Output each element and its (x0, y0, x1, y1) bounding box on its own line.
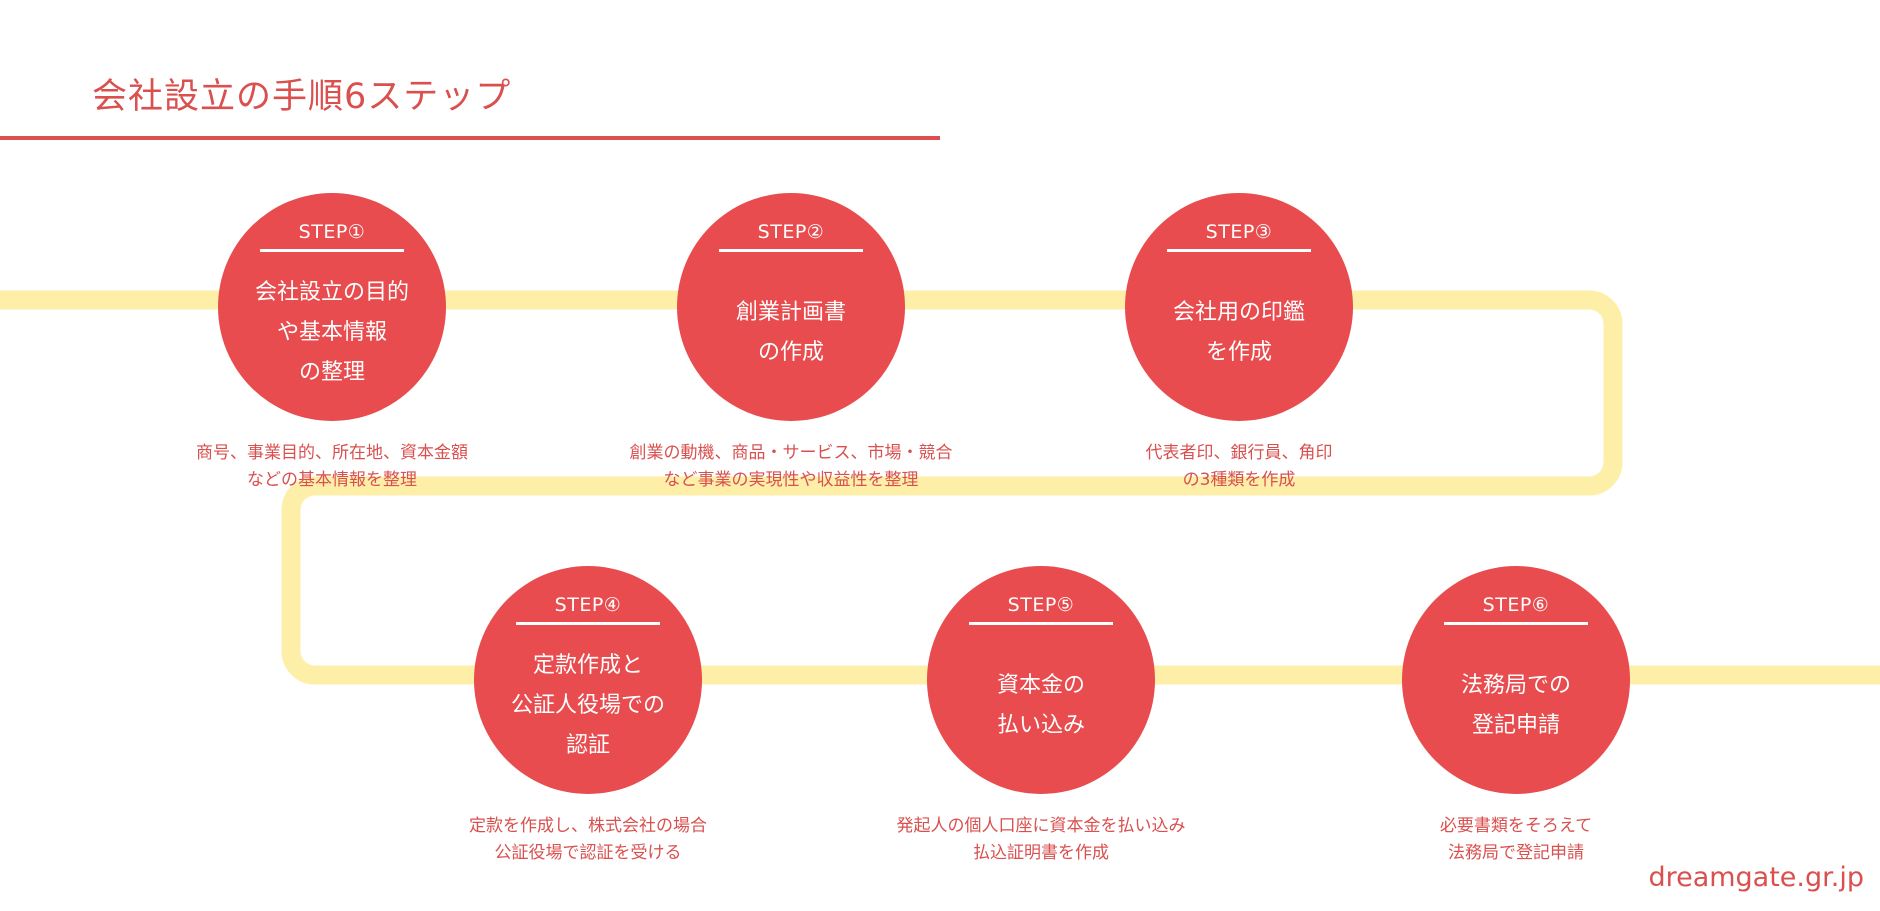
step-underline (1167, 249, 1311, 252)
step-title-line: 資本金の (996, 673, 1085, 698)
step-underline (260, 249, 404, 252)
step-circle: STEP③ 会社用の印鑑を作成 (1125, 193, 1353, 421)
step-title-line: 法務局での (1460, 673, 1571, 698)
step-title-line: の整理 (298, 360, 365, 385)
step-circle: STEP① 会社設立の目的や基本情報の整理 (218, 193, 446, 421)
step-description-line: 発起人の個人口座に資本金を払い込み (896, 816, 1186, 836)
step-title-line: の作成 (757, 340, 824, 365)
step-title-line: を作成 (1205, 340, 1272, 365)
step-underline (1444, 622, 1588, 625)
step-label: STEP⑤ (1007, 594, 1075, 616)
step-description-line: の3種類を作成 (1182, 470, 1296, 490)
step-label: STEP⑥ (1482, 594, 1550, 616)
step-description-line: などの基本情報を整理 (247, 470, 417, 490)
step-description: 代表者印、銀行員、角印の3種類を作成 (1029, 440, 1449, 494)
step-title-line: 会社用の印鑑 (1172, 300, 1305, 325)
step-title: 会社設立の目的や基本情報の整理 (218, 255, 446, 421)
step-circle: STEP④ 定款作成と公証人役場での認証 (474, 566, 702, 794)
step-title-line: 公証人役場での (510, 693, 665, 718)
step-description-line: 商号、事業目的、所在地、資本金額 (196, 443, 468, 463)
step-description: 発起人の個人口座に資本金を払い込み払込証明書を作成 (831, 813, 1251, 867)
step-description-line: 公証役場で認証を受ける (494, 843, 682, 863)
step-title: 創業計画書の作成 (677, 255, 905, 421)
step-description-line: 必要書類をそろえて (1439, 816, 1593, 836)
step-description-line: 法務局で登記申請 (1448, 843, 1584, 863)
step-description: 定款を作成し、株式会社の場合公証役場で認証を受ける (378, 813, 798, 867)
step-description-line: 代表者印、銀行員、角印 (1145, 443, 1333, 463)
step-title-line: 会社設立の目的 (254, 280, 409, 305)
step-label: STEP② (757, 221, 825, 243)
step-circle: STEP⑥ 法務局での登記申請 (1402, 566, 1630, 794)
step-description: 必要書類をそろえて法務局で登記申請 (1306, 813, 1726, 867)
step-title-line: 認証 (565, 733, 610, 758)
step-description: 創業の動機、商品・サービス、市場・競合など事業の実現性や収益性を整理 (581, 440, 1001, 494)
step-title-line: 払い込み (996, 713, 1085, 738)
step-circle: STEP② 創業計画書の作成 (677, 193, 905, 421)
step-description-line: など事業の実現性や収益性を整理 (663, 470, 919, 490)
step-description-line: 定款を作成し、株式会社の場合 (469, 816, 707, 836)
page-title: 会社設立の手順6ステップ (92, 77, 512, 117)
step-title-line: 定款作成と (532, 653, 643, 678)
step-title-line: 登記申請 (1471, 713, 1560, 738)
step-description-line: 払込証明書を作成 (973, 843, 1109, 863)
site-url: dreamgate.gr.jp (1648, 862, 1864, 893)
step-title-line: や基本情報 (276, 320, 387, 345)
title-divider (0, 136, 940, 140)
step-title: 会社用の印鑑を作成 (1125, 255, 1353, 421)
step-underline (719, 249, 863, 252)
step-label: STEP① (298, 221, 366, 243)
step-title-line: 創業計画書 (735, 300, 846, 325)
step-description-line: 創業の動機、商品・サービス、市場・競合 (629, 443, 953, 463)
step-label: STEP④ (554, 594, 622, 616)
step-underline (516, 622, 660, 625)
step-circle: STEP⑤ 資本金の払い込み (927, 566, 1155, 794)
step-label: STEP③ (1205, 221, 1273, 243)
step-title: 定款作成と公証人役場での認証 (474, 628, 702, 794)
step-title: 資本金の払い込み (927, 628, 1155, 794)
step-underline (969, 622, 1113, 625)
step-title: 法務局での登記申請 (1402, 628, 1630, 794)
step-description: 商号、事業目的、所在地、資本金額などの基本情報を整理 (122, 440, 542, 494)
